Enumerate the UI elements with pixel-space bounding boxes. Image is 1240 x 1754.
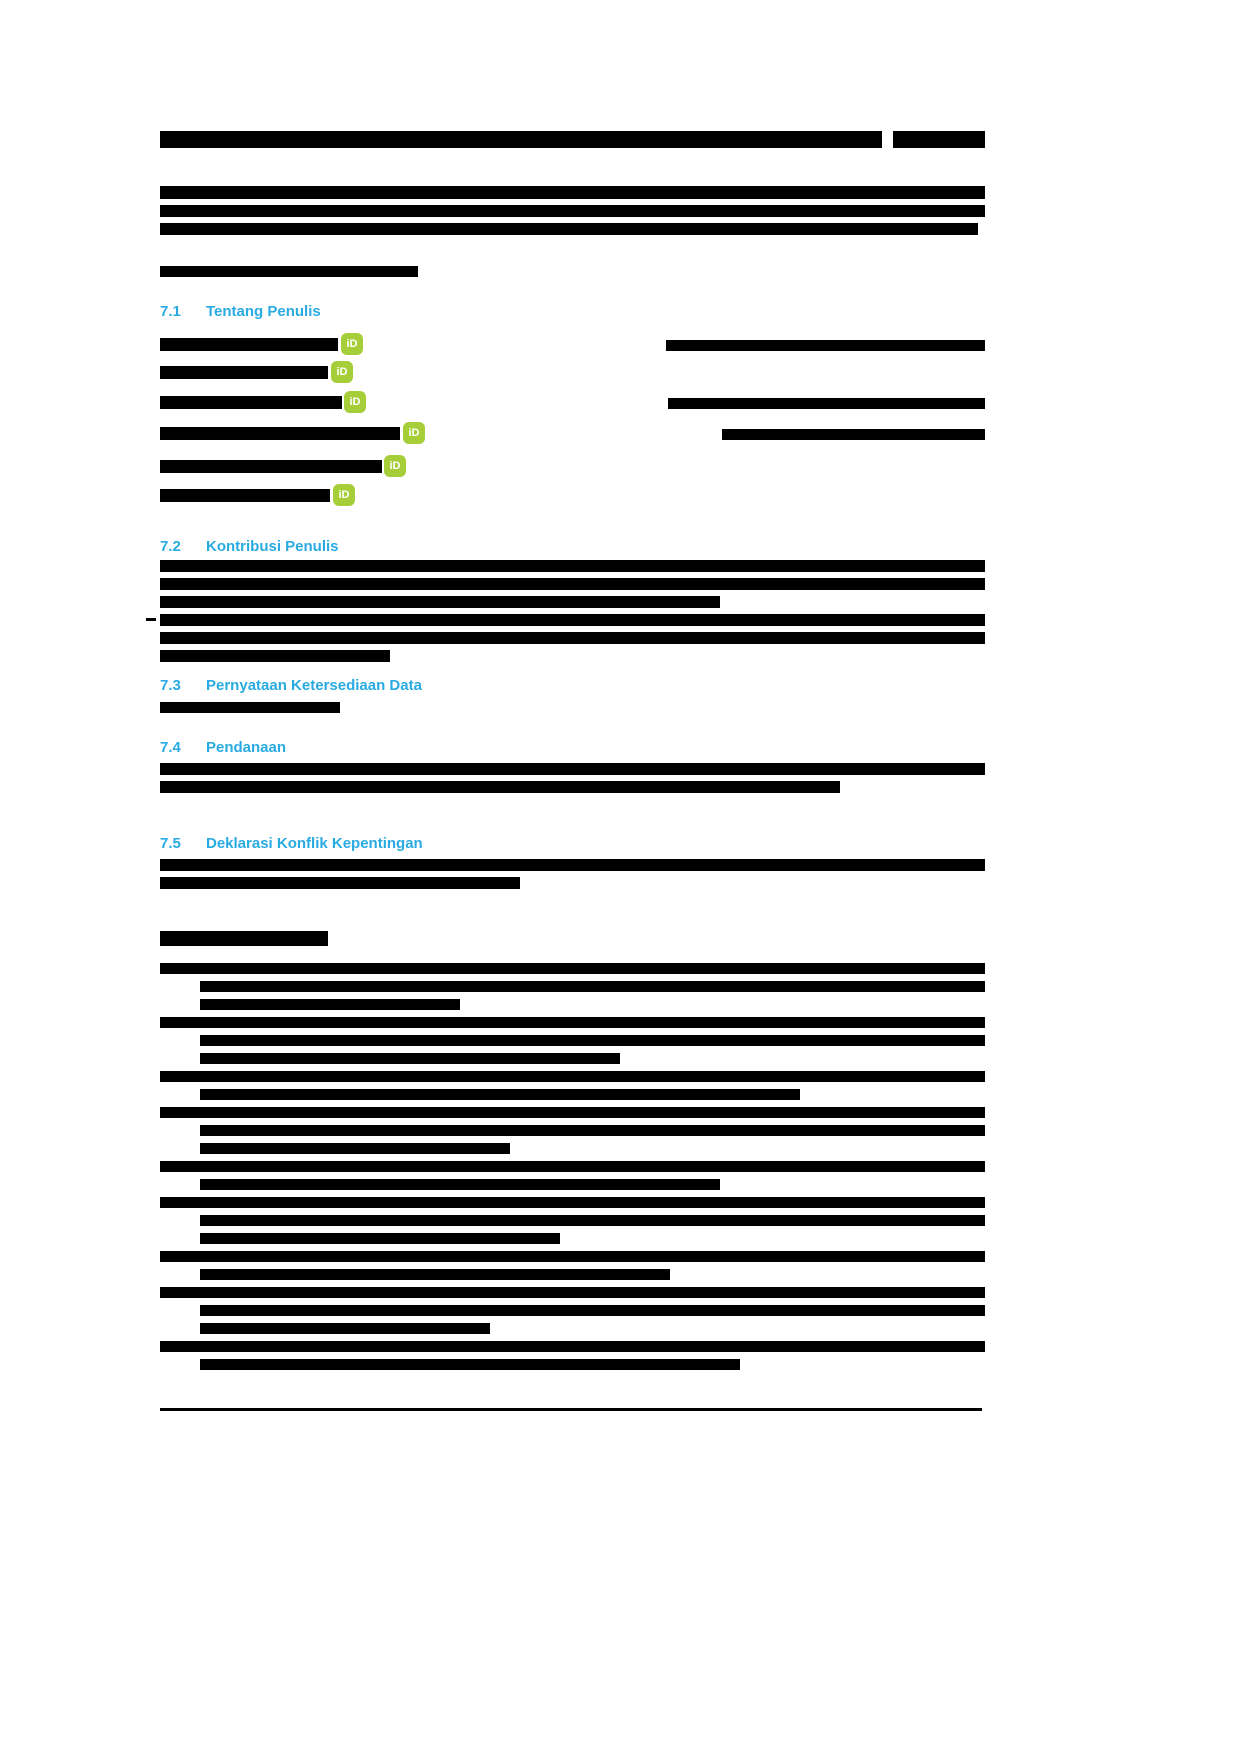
section-heading-7-3: 7.3 Pernyataan Ketersediaan Data (160, 677, 422, 695)
footer-divider-rule (160, 1408, 982, 1411)
reference-line-bar (200, 981, 985, 992)
section-heading-7-4: 7.4 Pendanaan (160, 739, 286, 757)
section-number: 7.5 (160, 835, 181, 852)
short-text-bar (160, 266, 418, 277)
reference-line-bar (200, 1125, 985, 1136)
running-header-text-bar (160, 131, 882, 148)
paragraph-line-bar (160, 223, 978, 235)
section-title: Tentang Penulis (206, 303, 321, 320)
paragraph-line-bar (160, 877, 520, 889)
paragraph-line-bar (160, 650, 390, 662)
paragraph-line-bar (160, 205, 985, 217)
hyphen-mark-bar (146, 618, 156, 621)
reference-line-bar (160, 1341, 985, 1352)
author-affiliation-bar (722, 429, 985, 440)
section-title: Pendanaan (206, 739, 287, 756)
author-name-bar (160, 427, 400, 440)
paragraph-line-bar (160, 596, 720, 608)
running-header-right-bar (893, 131, 985, 148)
section-heading-7-1: 7.1 Tentang Penulis (160, 303, 321, 321)
section-title: Deklarasi Konflik Kepentingan (206, 835, 423, 852)
reference-line-bar (200, 1359, 740, 1370)
section-number: 7.3 (160, 677, 181, 694)
section-heading-7-5: 7.5 Deklarasi Konflik Kepentingan (160, 835, 423, 853)
author-name-bar (160, 396, 342, 409)
author-name-bar (160, 366, 328, 379)
reference-line-bar (200, 1035, 985, 1046)
author-affiliation-bar (666, 340, 985, 351)
section-number: 7.4 (160, 739, 181, 756)
orcid-id-icon[interactable]: iD (403, 422, 425, 444)
paragraph-line-bar (160, 632, 985, 644)
reference-line-bar (200, 1053, 620, 1064)
paragraph-line-bar (160, 702, 340, 713)
reference-line-bar (200, 1269, 670, 1280)
orcid-id-icon[interactable]: iD (333, 484, 355, 506)
paragraph-line-bar (160, 859, 985, 871)
author-affiliation-bar (668, 398, 985, 409)
paragraph-line-bar (160, 186, 985, 199)
reference-line-bar (200, 1323, 490, 1334)
section-number: 7.2 (160, 538, 181, 555)
section-title: Kontribusi Penulis (206, 538, 339, 555)
paragraph-line-bar (160, 781, 840, 793)
reference-line-bar (200, 1143, 510, 1154)
reference-line-bar (200, 1089, 800, 1100)
orcid-id-icon[interactable]: iD (341, 333, 363, 355)
reference-line-bar (160, 1107, 985, 1118)
paragraph-line-bar (160, 578, 985, 590)
author-name-bar (160, 489, 330, 502)
reference-line-bar (200, 1215, 985, 1226)
reference-line-bar (200, 999, 460, 1010)
section-title: Pernyataan Ketersediaan Data (206, 677, 422, 694)
reference-line-bar (160, 1071, 985, 1082)
paragraph-line-bar (160, 614, 985, 626)
reference-line-bar (160, 1017, 985, 1028)
orcid-id-icon[interactable]: iD (384, 455, 406, 477)
section-number: 7.1 (160, 303, 181, 320)
reference-line-bar (160, 1251, 985, 1262)
author-name-bar (160, 338, 338, 351)
reference-line-bar (160, 963, 985, 974)
references-heading-bar (160, 931, 328, 946)
paragraph-line-bar (160, 763, 985, 775)
reference-line-bar (200, 1179, 720, 1190)
author-name-bar (160, 460, 382, 473)
reference-line-bar (160, 1161, 985, 1172)
orcid-id-icon[interactable]: iD (344, 391, 366, 413)
reference-line-bar (160, 1197, 985, 1208)
reference-line-bar (200, 1233, 560, 1244)
reference-line-bar (160, 1287, 985, 1298)
orcid-id-icon[interactable]: iD (331, 361, 353, 383)
section-heading-7-2: 7.2 Kontribusi Penulis (160, 538, 339, 556)
paragraph-line-bar (160, 560, 985, 572)
reference-line-bar (200, 1305, 985, 1316)
